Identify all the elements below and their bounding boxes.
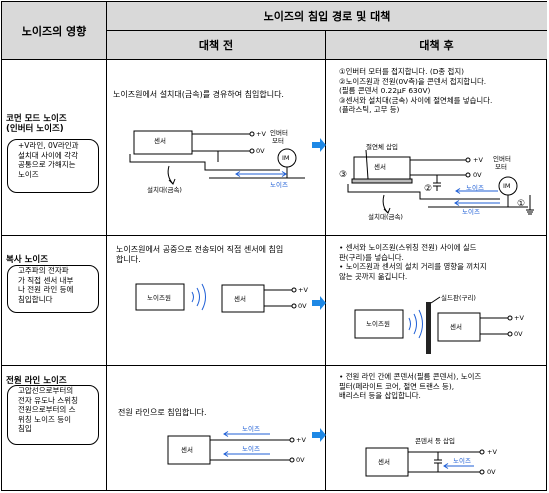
sensor-label: 센서 [450,323,462,331]
inverter-label: 인버터 [270,129,288,137]
category-title: 코먼 모드 노이즈 (인버터 노이즈) [6,114,67,134]
zero-v-label: 0V [256,147,265,155]
before-description: 노이즈원에서 공중으로 전송되어 직접 센서에 침입 합니다. [116,245,284,264]
after-description: • 전원 라인 간에 콘덴서(필름 콘덴서), 노이즈 필터(페라이트 코어, … [339,372,482,401]
plus-v-label: +V [487,448,497,456]
category-title: 전원 라인 노이즈 [6,376,67,386]
zero-v-label: 0V [296,456,305,464]
before-description: 전원 라인으로 침입합니다. [118,408,207,417]
sensor-label: 센서 [374,163,386,171]
before-description: 노이즈원에서 설치대(금속)를 경유하여 침입합니다. [113,90,284,99]
after-description: • 센서와 노이즈원(스위칭 전원) 사이에 실드 판(구리)를 넣습니다. •… [339,243,487,281]
motor-label: 모터 [495,163,507,171]
noise-label: 노이즈 [462,208,480,216]
noise-label: 노이즈 [242,445,260,453]
capacitor-label: 콘덴서 등 삽입 [415,437,456,445]
plus-v-label: +V [296,436,306,444]
category-title: 복사 노이즈 [6,255,49,265]
frame-label: 설치대(금속) [147,186,182,194]
header-before: 대책 전 [107,31,325,59]
description-bracket [7,265,99,313]
header-noise-effect: 노이즈의 영향 [2,2,106,59]
header-intrusion-path: 노이즈의 침입 경로 및 대책 [107,2,547,30]
zero-v-label: 0V [473,171,482,179]
marker-1: ① [517,199,526,209]
noise-label: 노이즈 [466,184,484,192]
im-label: IM [282,154,290,162]
sensor-label: 센서 [378,458,390,466]
category-description: 고압선으로부터의 전자 유도나 스위칭 전원으로부터의 스 위칭 노이즈 등이 … [18,386,78,433]
zero-v-label: 0V [298,302,307,310]
inverter-label: 인버터 [493,155,511,163]
noise-source-label: 노이즈원 [147,294,171,302]
shield-label: 실드판(구리) [441,294,476,302]
after-description: ①인버터 모터를 접지합니다. (D종 접지) ②노이즈원과 전원(0V측)을 … [339,67,493,115]
zero-v-label: 0V [487,468,496,476]
zero-v-label: 0V [514,330,523,338]
noise-label: 노이즈 [453,457,471,465]
plus-v-label: +V [473,156,483,164]
frame-label: 설치대(금속) [368,213,403,221]
category-description: 고주파의 전자파 가 직접 센서 내부 나 전원 라인 등에 침입합니다 [18,266,74,304]
noise-label: 노이즈 [270,181,288,189]
plus-v-label: +V [298,286,308,294]
marker-2: ② [424,184,433,194]
sensor-label: 센서 [181,446,193,454]
plus-v-label: +V [514,314,524,322]
noise-label: 노이즈 [242,425,260,433]
header-after: 대책 후 [326,31,547,59]
category-description: +V라인, 0V라인과 설치대 사이에 각각 공통으로 가해지는 노이즈 [18,141,79,179]
sensor-label: 센서 [154,137,166,145]
marker-3: ③ [339,170,348,180]
noise-source-label: 노이즈원 [366,320,390,328]
sensor-label: 센서 [234,295,246,303]
plus-v-label: +V [256,130,266,138]
description-bracket [7,139,99,193]
insulator-label: 절연체 삽입 [366,143,398,151]
im-label: IM [503,182,511,190]
motor-label: 모터 [272,137,284,145]
description-bracket [7,385,99,445]
